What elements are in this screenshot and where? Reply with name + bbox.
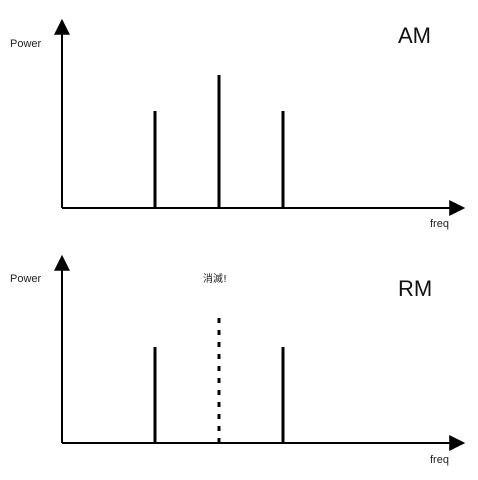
rm-y-axis-label: Power [10,273,42,285]
am-panel: Power freq AM [10,18,466,230]
rm-title: RM [398,276,432,301]
rm-panel: Power freq RM 消滅! [10,254,466,466]
rm-carrier-vanished-note: 消滅! [203,272,227,285]
am-x-axis-label: freq [430,218,449,230]
rm-x-axis-label: freq [430,454,449,466]
am-title: AM [398,23,431,48]
am-y-axis-label: Power [10,38,42,50]
